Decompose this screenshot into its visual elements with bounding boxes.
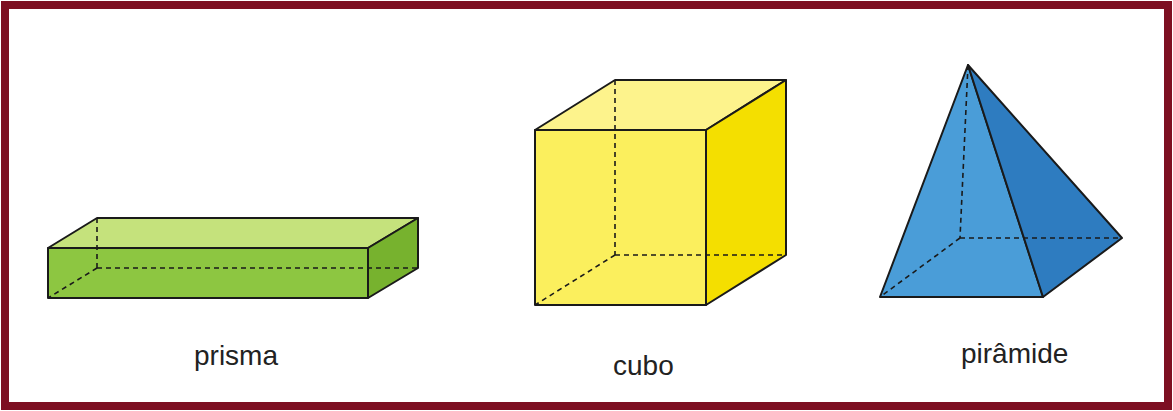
cube-figure xyxy=(535,80,786,305)
prism-figure xyxy=(48,218,418,298)
frame xyxy=(5,5,1168,406)
prism-label: prisma xyxy=(194,339,278,373)
cube-label: cubo xyxy=(613,349,674,383)
pyramid-label: pirâmide xyxy=(961,337,1068,371)
pyramid-figure xyxy=(880,65,1122,297)
